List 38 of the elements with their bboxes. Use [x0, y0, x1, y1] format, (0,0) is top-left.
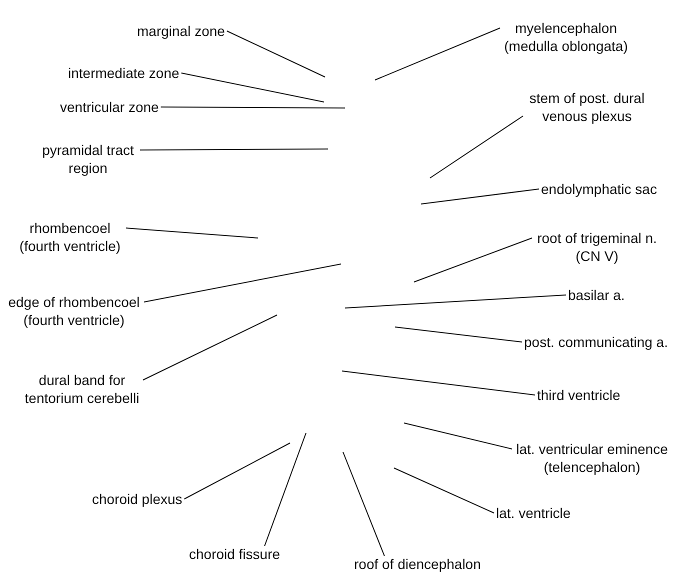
part-label: third ventricle	[537, 386, 620, 404]
part-label: roof of diencephalon	[354, 555, 481, 573]
part-label: choroid fissure	[189, 545, 280, 563]
part-label: myelencephalon (medulla oblongata)	[502, 19, 630, 55]
leader-line	[414, 238, 532, 282]
part-label: post. communicating a.	[524, 333, 668, 351]
part-label: rhombencoel (fourth ventricle)	[16, 219, 124, 255]
leader-line	[430, 116, 524, 178]
leader-line	[394, 326, 522, 342]
leader-line	[264, 432, 306, 546]
leader-line	[140, 148, 328, 150]
part-label: lat. ventricle	[496, 504, 571, 522]
leader-line	[184, 442, 290, 500]
part-label: pyramidal tract region	[38, 141, 138, 177]
leader-line	[226, 30, 326, 78]
leader-line	[374, 28, 500, 80]
leader-line	[342, 452, 385, 556]
leader-line	[126, 228, 258, 238]
part-label: intermediate zone	[68, 64, 180, 82]
leader-line	[394, 468, 494, 514]
leader-line	[344, 294, 566, 308]
part-label: dural band for tentorium cerebelli	[23, 371, 141, 407]
part-label: stem of post. dural venous plexus	[525, 89, 649, 125]
part-label: ventricular zone	[60, 98, 159, 116]
leader-line	[160, 106, 346, 108]
part-label: marginal zone	[137, 22, 225, 40]
part-label: root of trigeminal n. (CN V)	[534, 229, 660, 265]
part-label: endolymphatic sac	[541, 180, 657, 198]
leader-line	[144, 264, 342, 302]
part-label: lat. ventricular eminence (telencephalon)	[514, 440, 670, 476]
part-label: choroid plexus	[92, 490, 182, 508]
leader-line	[142, 314, 278, 380]
leader-line	[180, 72, 324, 102]
leader-line	[342, 370, 536, 396]
leader-line	[404, 422, 512, 450]
part-label: basilar a.	[568, 286, 625, 304]
part-label: edge of rhombencoel (fourth ventricle)	[6, 293, 142, 329]
leader-line	[420, 188, 540, 204]
